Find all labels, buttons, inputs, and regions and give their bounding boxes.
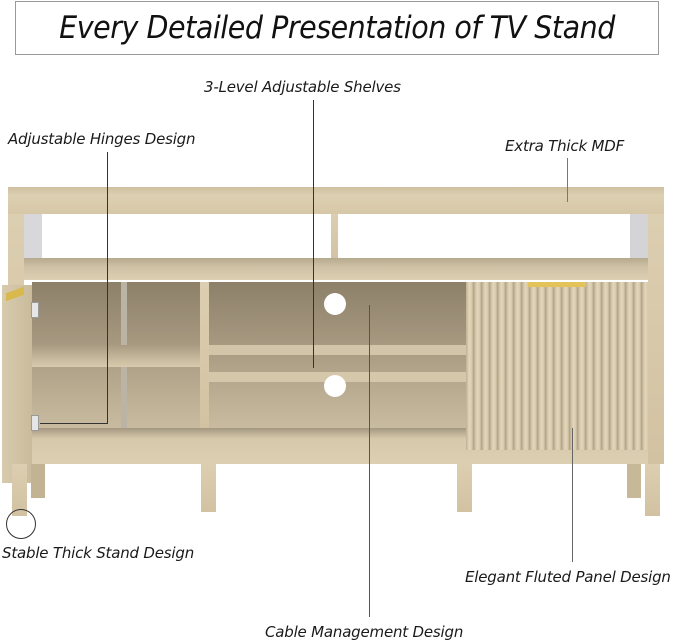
leg-back-left xyxy=(31,464,45,498)
top-panel xyxy=(8,187,664,214)
leader-line-hinges-horizontal xyxy=(40,423,108,424)
hinge-lower xyxy=(31,415,39,431)
callout-adjustable-shelves: 3-Level Adjustable Shelves xyxy=(204,78,401,96)
leader-line-shelves xyxy=(313,100,314,368)
leader-line-fluted xyxy=(572,428,573,562)
cable-hole-lower xyxy=(324,375,346,397)
center-shelf-upper xyxy=(209,345,466,355)
title-banner: Every Detailed Presentation of TV Stand xyxy=(15,1,659,55)
top-open-compartment-right xyxy=(630,214,648,260)
callout-adjustable-hinges: Adjustable Hinges Design xyxy=(8,130,196,148)
top-divider xyxy=(331,214,338,262)
cable-hole-upper xyxy=(324,293,346,315)
stand-highlight-circle xyxy=(6,509,36,539)
leader-line-mdf xyxy=(567,158,568,202)
page-title: Every Detailed Presentation of TV Stand xyxy=(59,10,615,46)
leg-back-right xyxy=(627,464,641,498)
callout-stable-stand: Stable Thick Stand Design xyxy=(2,544,194,562)
callout-fluted-panel: Elegant Fluted Panel Design xyxy=(465,568,671,586)
leg-center-left xyxy=(201,464,216,512)
door-handle xyxy=(528,282,586,287)
top-open-compartment-left xyxy=(24,214,42,260)
hinge-upper xyxy=(31,302,39,318)
fluted-door-panel xyxy=(466,282,648,450)
leg-center-right xyxy=(457,464,472,512)
leg-front-right xyxy=(645,464,660,516)
middle-shelf xyxy=(24,258,648,280)
left-cabinet-shelf xyxy=(32,345,202,367)
leader-line-cable xyxy=(369,305,370,617)
callout-cable-management: Cable Management Design xyxy=(265,623,464,641)
leg-front-left xyxy=(12,464,27,516)
callout-extra-thick-mdf: Extra Thick MDF xyxy=(505,137,625,155)
open-left-door xyxy=(2,285,32,483)
right-side-panel xyxy=(648,214,664,464)
leader-line-hinges xyxy=(107,152,108,424)
center-divider-left xyxy=(200,282,209,432)
